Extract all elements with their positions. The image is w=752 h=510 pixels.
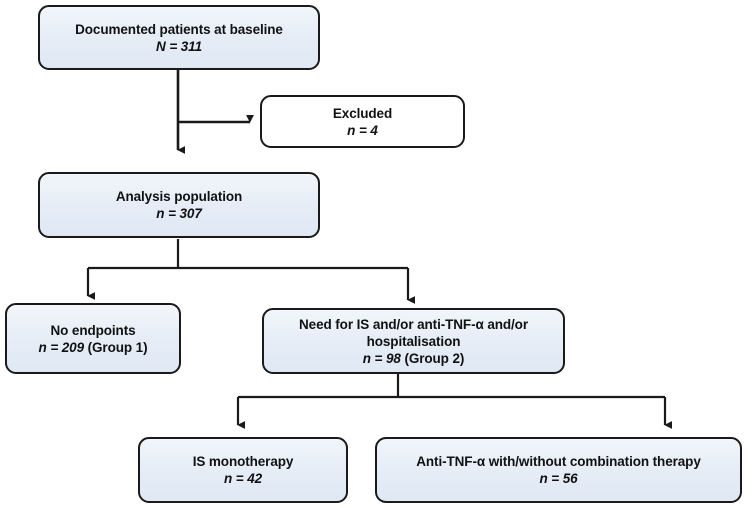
node-count: N = 311 bbox=[156, 38, 202, 54]
node-group: (Group 2) bbox=[404, 350, 465, 366]
node-count: n = 307 bbox=[156, 206, 202, 221]
node-label: Documented patients at baseline bbox=[75, 21, 283, 37]
node-label: Analysis population bbox=[115, 189, 243, 204]
node-label-line1: Need for IS and/or anti-TNF-α and/or bbox=[299, 316, 528, 332]
node-label-line2: hospitalisation bbox=[366, 333, 461, 349]
node-label: IS monotherapy bbox=[192, 454, 294, 469]
node-count-group: n = 209 (Group 1) bbox=[39, 339, 148, 356]
node-count: n = 56 bbox=[539, 471, 578, 486]
node-count: n = 42 bbox=[223, 471, 263, 486]
node-need-for-is-anti-tnf-hospitalisation: Need for IS and/or anti-TNF-α and/or hos… bbox=[262, 308, 565, 374]
node-count: n = 98 bbox=[362, 350, 401, 366]
node-label: Anti-TNF-α with/without combination ther… bbox=[416, 454, 701, 469]
node-count: n = 4 bbox=[347, 122, 378, 138]
node-documented-patients-at-baseline: Documented patients at baseline N = 311 bbox=[38, 5, 320, 70]
node-no-endpoints: No endpoints n = 209 (Group 1) bbox=[5, 303, 181, 374]
node-is-monotherapy: IS monotherapy n = 42 bbox=[138, 437, 348, 503]
node-anti-tnf-combination-therapy: Anti-TNF-α with/without combination ther… bbox=[375, 437, 742, 503]
node-count: n = 209 bbox=[38, 339, 85, 355]
node-count-group: n = 98 (Group 2) bbox=[363, 350, 465, 367]
node-label: Excluded bbox=[332, 105, 393, 121]
node-excluded: Excluded n = 4 bbox=[260, 95, 465, 148]
node-analysis-population: Analysis population n = 307 bbox=[38, 172, 320, 238]
node-label: No endpoints bbox=[50, 322, 136, 338]
node-group: (Group 1) bbox=[87, 339, 148, 355]
